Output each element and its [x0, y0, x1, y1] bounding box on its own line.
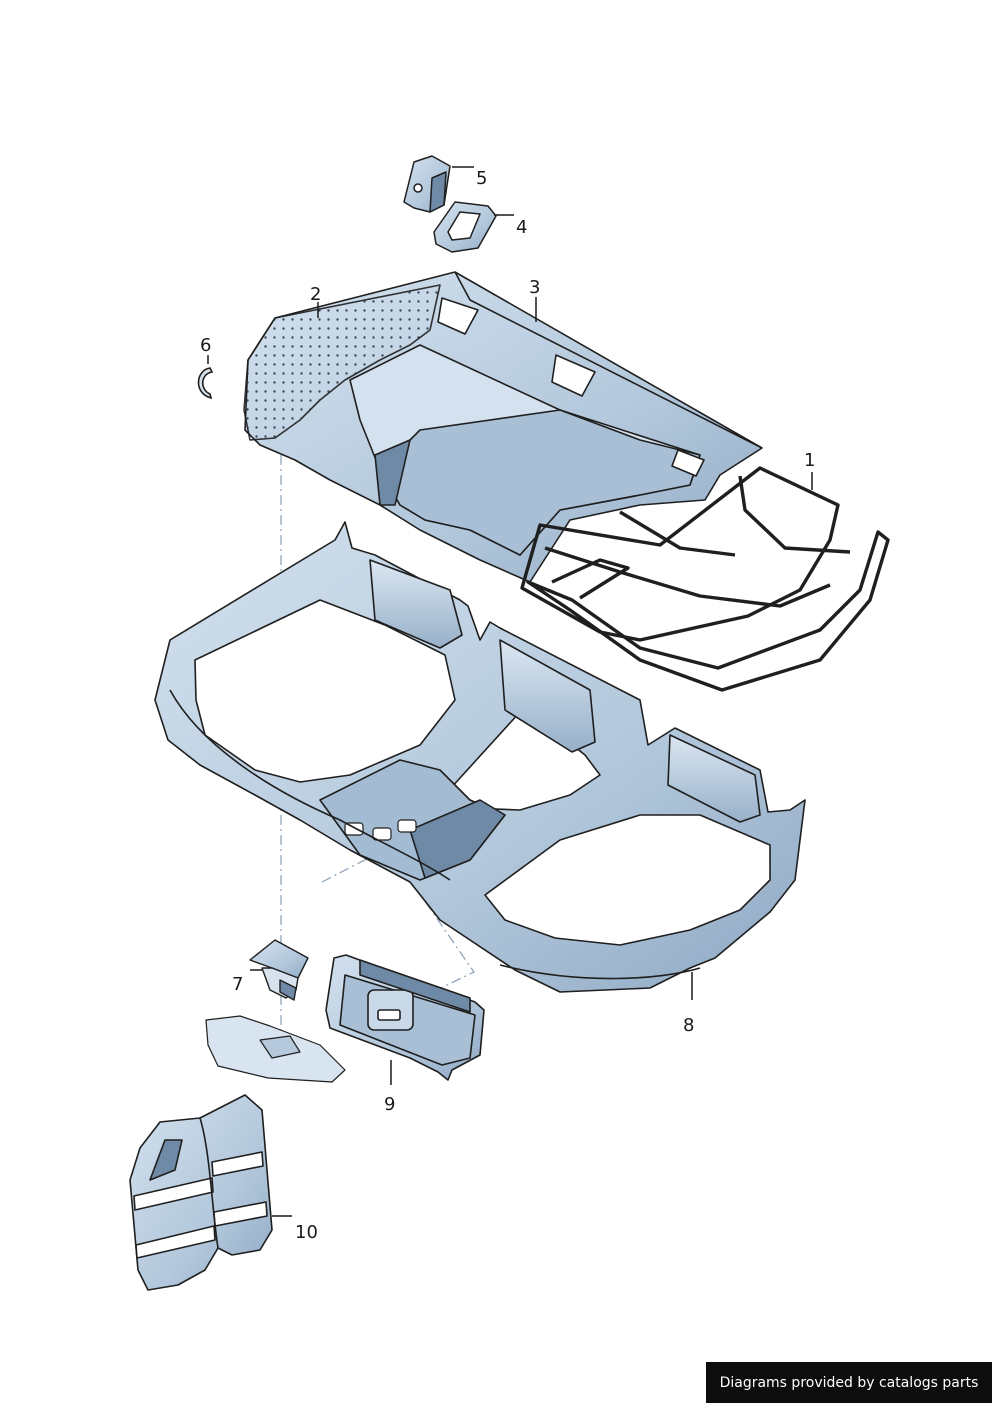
callout-9: 9: [384, 1094, 396, 1115]
part-1-wire-frame: [520, 466, 890, 692]
credit-banner: Diagrams provided by catalogs parts: [706, 1362, 992, 1403]
callout-10: 10: [295, 1222, 318, 1243]
part-2-3-leaders: [317, 297, 537, 322]
part-6-clip: [197, 367, 214, 400]
part-8-seat-frame: [154, 521, 806, 993]
callout-8: 8: [683, 1015, 695, 1036]
callout-1: 1: [804, 450, 816, 471]
callout-2: 2: [310, 284, 322, 305]
callout-3: 3: [529, 277, 541, 298]
part-3-seat-cushion: [243, 271, 763, 583]
callout-6: 6: [200, 335, 212, 356]
part-5-bracket: [403, 155, 451, 213]
callout-5: 5: [476, 168, 488, 189]
callout-4: 4: [516, 217, 528, 238]
callout-7: 7: [232, 974, 244, 995]
part-4-guide: [433, 201, 497, 253]
mounting-reference-surface: [205, 1015, 346, 1083]
part-7-latch: [249, 939, 309, 1001]
part-10-cover: [129, 1094, 273, 1291]
part-9-switch-bezel: [325, 954, 485, 1081]
